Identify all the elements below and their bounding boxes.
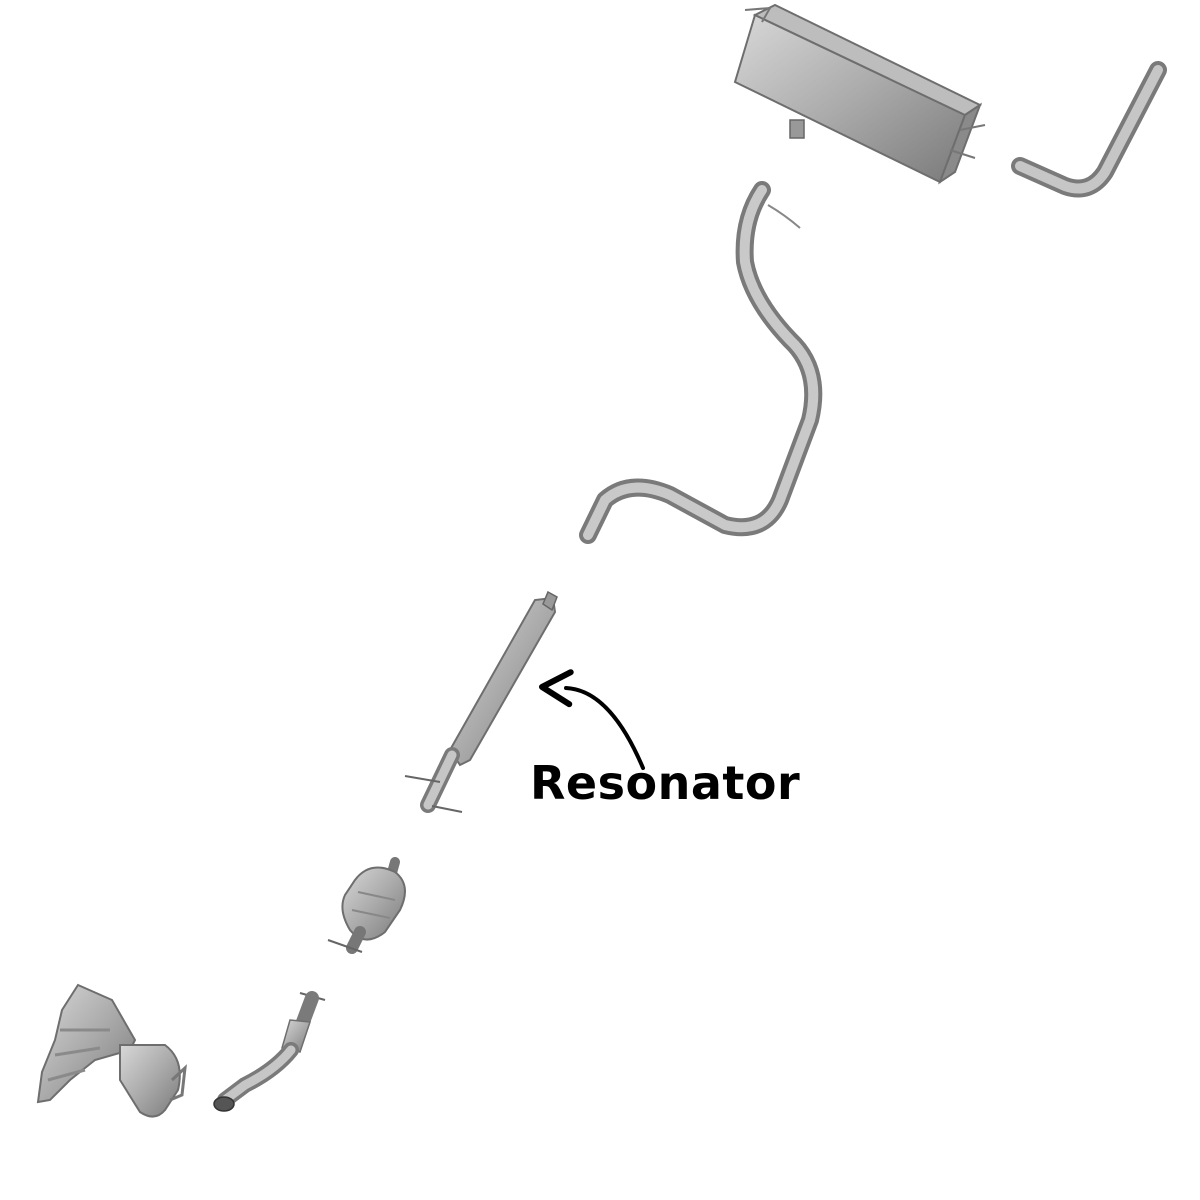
catalytic-converter — [327, 857, 406, 954]
tailpipe — [1011, 61, 1167, 198]
resonator — [404, 590, 558, 813]
resonator-callout-label: Resonator — [530, 756, 801, 810]
intermediate-pipe — [579, 181, 823, 544]
exhaust-manifold-catalytic-converter — [36, 983, 187, 1118]
muffler — [733, 3, 986, 185]
callout-arrow — [539, 669, 645, 770]
front-flex-pipe — [213, 991, 326, 1112]
